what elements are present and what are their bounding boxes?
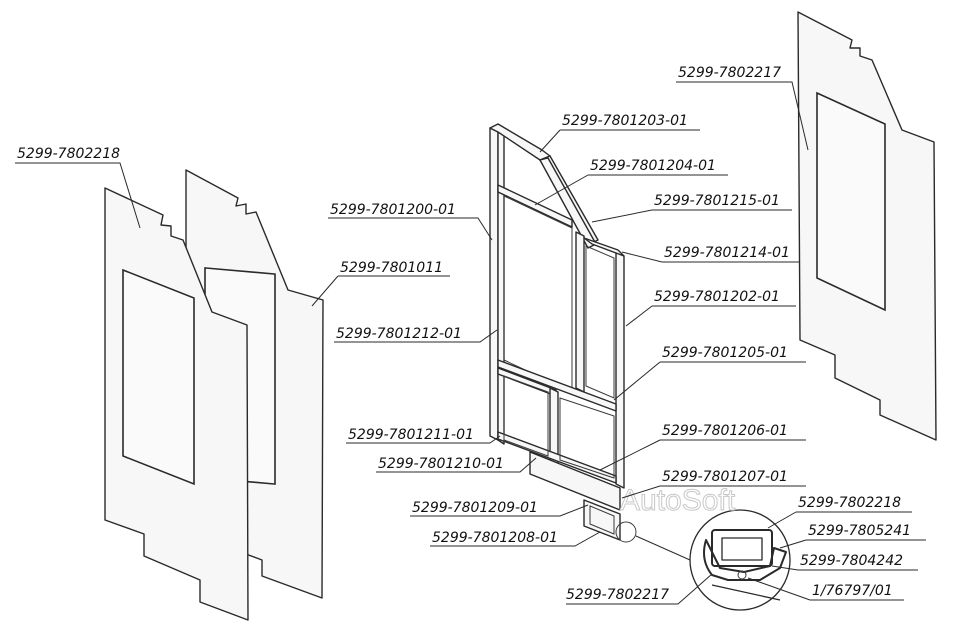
label-frame-bottom-bar: 5299-7801210-01 bbox=[378, 456, 504, 472]
label-step-box: 5299-7801209-01 bbox=[412, 500, 538, 516]
label-detail-panel-a: 5299-7802218 bbox=[798, 495, 901, 511]
label-upper-crossbar: 5299-7801204-01 bbox=[590, 158, 716, 174]
left-front-panel bbox=[104, 187, 249, 621]
right-panel bbox=[797, 11, 937, 441]
label-left-panel-front: 5299-7802218 bbox=[17, 146, 120, 162]
label-left-panel-rear: 5299-7801011 bbox=[340, 260, 443, 276]
label-detail-panel-b: 5299-7802217 bbox=[566, 587, 669, 603]
section-detail-circle bbox=[615, 509, 791, 611]
label-middle-crossbar: 5299-7801205-01 bbox=[662, 345, 788, 361]
label-bottom-crossbar: 5299-7801207-01 bbox=[662, 469, 788, 485]
part-labels: 5299-7802218 5299-7801011 5299-7801200-0… bbox=[17, 65, 911, 603]
label-right-panel: 5299-7802217 bbox=[678, 65, 781, 81]
label-step-post: 5299-7801208-01 bbox=[432, 530, 558, 546]
label-slanted-member: 5299-7801215-01 bbox=[654, 193, 780, 209]
label-lower-crossbar: 5299-7801206-01 bbox=[662, 423, 788, 439]
label-detail-seal: 5299-7805241 bbox=[808, 523, 911, 539]
label-frame-upright: 5299-7801212-01 bbox=[336, 326, 462, 342]
label-top-cap: 5299-7801203-01 bbox=[562, 113, 688, 129]
watermark: AutoSoft bbox=[620, 484, 736, 517]
label-frame-lower-bar: 5299-7801211-01 bbox=[348, 427, 474, 443]
label-right-upright: 5299-7801202-01 bbox=[654, 289, 780, 305]
label-detail-fastener: 1/76797/01 bbox=[812, 583, 893, 599]
label-right-top: 5299-7801214-01 bbox=[664, 245, 790, 261]
center-frame bbox=[489, 123, 625, 541]
leader-lines bbox=[15, 81, 926, 605]
label-frame-assembly: 5299-7801200-01 bbox=[330, 202, 456, 218]
label-detail-profile: 5299-7804242 bbox=[800, 553, 903, 569]
